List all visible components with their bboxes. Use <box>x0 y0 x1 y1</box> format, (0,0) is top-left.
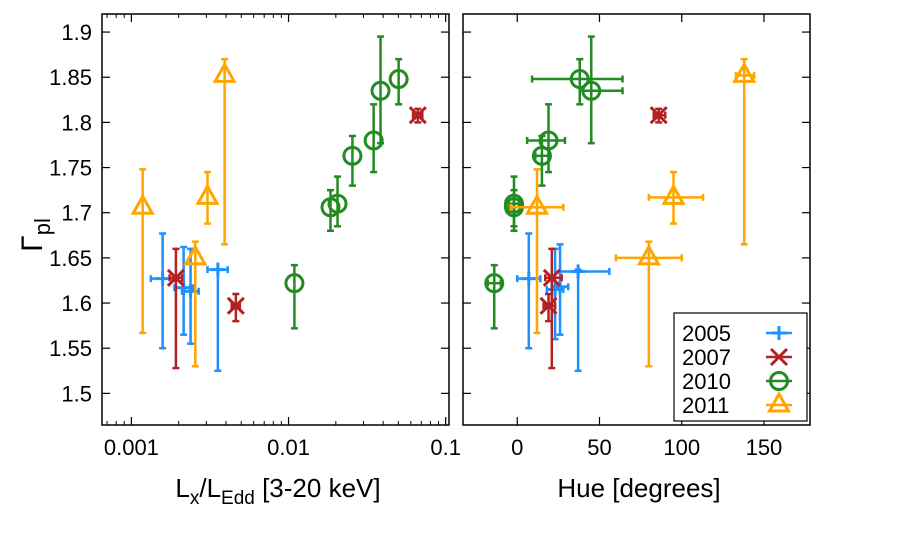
data-point-2011 <box>212 57 237 246</box>
data-point-2011 <box>130 168 155 335</box>
data-point-2010 <box>503 175 524 228</box>
marker-circle <box>503 193 524 214</box>
legend-label: 2011 <box>682 393 729 418</box>
data-point-2010 <box>284 263 305 330</box>
legend-marker-circle <box>769 371 789 391</box>
x-tick-label: 0.001 <box>104 435 159 460</box>
series-2007 <box>166 106 427 370</box>
marker-triangle <box>636 243 661 266</box>
marker-circle <box>342 145 363 166</box>
data-point-2011 <box>183 240 208 368</box>
plot-frame <box>101 13 450 426</box>
data-point-2010 <box>363 103 384 174</box>
y-tick-label: 1.7 <box>61 201 92 226</box>
data-point-2005 <box>558 264 611 373</box>
marker-triangle <box>195 183 220 205</box>
marker-triangle <box>130 193 155 215</box>
legend-marker-cross <box>769 347 789 367</box>
marker-circle <box>581 80 602 101</box>
x-tick-label: 0 <box>511 435 523 460</box>
data-point-2011 <box>732 57 757 246</box>
data-point-2011 <box>647 170 705 225</box>
data-point-2011 <box>614 240 683 368</box>
y-tick-label: 1.75 <box>49 156 92 181</box>
y-tick-label: 1.8 <box>61 110 92 135</box>
series-2011 <box>509 57 757 368</box>
data-point-2005 <box>149 232 175 350</box>
legend-label: 2010 <box>682 369 731 394</box>
data-point-2007 <box>226 292 245 323</box>
series-2011 <box>130 57 237 368</box>
marker-circle <box>388 69 409 90</box>
marker-cross <box>408 106 427 125</box>
series-2005 <box>516 232 611 373</box>
x-tick-label: 0.01 <box>267 435 310 460</box>
marker-cross <box>226 296 245 315</box>
x-tick-label: 0.1 <box>430 435 461 460</box>
data-point-2010 <box>388 57 409 106</box>
x-tick-label: 100 <box>663 435 700 460</box>
marker-cross <box>166 268 185 287</box>
series-2005 <box>149 232 229 373</box>
x-tick-label: 50 <box>587 435 611 460</box>
data-point-2007 <box>408 106 427 125</box>
legend-marker-triangle <box>766 390 792 413</box>
data-point-2010 <box>578 35 624 145</box>
series-2007 <box>539 106 668 370</box>
marker-circle <box>569 69 590 90</box>
data-point-2005 <box>206 262 229 373</box>
legend-label: 2007 <box>682 345 731 370</box>
data-point-2007 <box>166 247 185 370</box>
right-x-axis-title: Hue [degrees] <box>557 473 720 503</box>
marker-triangle <box>661 183 686 205</box>
marker-cross <box>539 296 558 315</box>
left-panel: 1.5 1.55 1.6 1.65 1.7 1.75 1.8 1.85 1.9 0.001 0.01… <box>49 13 461 460</box>
data-point-2010 <box>370 35 391 145</box>
marker-circle <box>284 273 305 294</box>
series-2010 <box>484 35 624 330</box>
data-point-2010 <box>525 103 567 174</box>
left-x-axis-title: Lx/LEdd [3-20 keV] <box>175 473 380 509</box>
marker-circle <box>370 80 391 101</box>
marker-circle <box>538 130 559 151</box>
x-tick-label: 150 <box>746 435 783 460</box>
marker-cross <box>542 268 561 287</box>
data-point-2010 <box>530 57 624 106</box>
marker-triangle <box>183 243 208 266</box>
plot-frame <box>462 13 811 426</box>
y-tick-label: 1.5 <box>61 381 92 406</box>
marker-circle <box>327 193 348 214</box>
y-tick-label: 1.6 <box>61 291 92 316</box>
data-point-2011 <box>195 170 220 225</box>
data-point-2005 <box>545 247 565 341</box>
y-tick-label: 1.55 <box>49 336 92 361</box>
series-2010 <box>284 35 409 330</box>
y-tick-label: 1.9 <box>61 20 92 45</box>
legend-label: 2005 <box>682 321 731 346</box>
data-point-2010 <box>342 134 363 187</box>
marker-cross <box>649 106 668 125</box>
data-point-2007 <box>539 292 558 323</box>
right-panel: 0 50 100 150 <box>462 13 811 460</box>
data-point-2011 <box>509 168 565 335</box>
marker-triangle <box>212 61 237 83</box>
marker-circle <box>484 273 505 294</box>
y-tick-label: 1.65 <box>49 246 92 271</box>
y-tick-label: 1.85 <box>49 65 92 90</box>
marker-triangle <box>524 193 550 215</box>
y-axis-title: Γpl <box>16 218 55 252</box>
marker-triangle <box>732 61 757 83</box>
data-point-2010 <box>484 263 505 330</box>
data-point-2007 <box>649 106 668 125</box>
data-point-2010 <box>327 175 348 228</box>
marker-circle <box>363 130 384 151</box>
